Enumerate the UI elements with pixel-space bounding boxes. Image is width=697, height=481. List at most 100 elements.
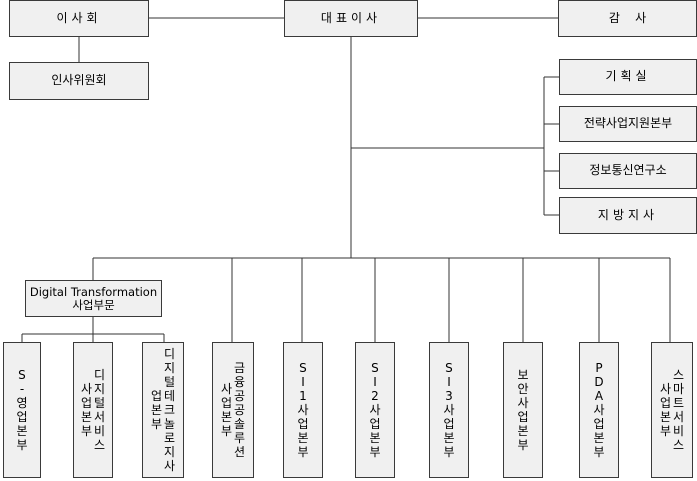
unit-label-char: 디 xyxy=(94,368,106,382)
unit-label-char: 지 xyxy=(94,382,106,396)
staff-label: 기획실 xyxy=(605,69,651,84)
hr-committee-label: 인사위원회 xyxy=(51,73,107,88)
unit-label-char: 업 xyxy=(369,417,381,431)
unit-label-char: 마 xyxy=(673,382,685,396)
unit-label-char: 서 xyxy=(673,410,685,424)
unit-label-char: 사 xyxy=(80,382,92,396)
unit-label-char: 로 xyxy=(164,431,176,445)
unit-label-char: 스 xyxy=(673,438,685,452)
unit-label-char: S xyxy=(445,361,453,375)
staff-label: 전략사업지원본부 xyxy=(583,116,673,131)
unit-label-char: 사 xyxy=(593,403,605,417)
unit-label-char: 업 xyxy=(150,389,162,403)
staff-box-planning: 기획실 xyxy=(559,59,697,95)
unit-label-char: 본 xyxy=(659,410,671,424)
unit-label-char: 본 xyxy=(443,431,455,445)
unit-label-char: 부 xyxy=(593,445,605,459)
unit-label-char: 털 xyxy=(94,396,106,410)
unit-label-char: 부 xyxy=(369,445,381,459)
unit-label-char: 업 xyxy=(659,396,671,410)
unit-label-char: 부 xyxy=(16,438,28,452)
unit-label-char: 본 xyxy=(220,410,232,424)
hr-committee-box: 인사위원회 xyxy=(9,62,149,100)
unit-label-char: A xyxy=(594,389,604,403)
unit-label-char: 업 xyxy=(297,417,309,431)
unit-label-char: S xyxy=(18,368,26,382)
unit-label-char: 본 xyxy=(80,410,92,424)
unit-label-char: S xyxy=(371,361,379,375)
division-line1: Digital Transformation xyxy=(29,284,158,299)
unit-label-char: 본 xyxy=(150,403,162,417)
unit-label-char: 부 xyxy=(443,445,455,459)
unit-label-char: 스 xyxy=(94,438,106,452)
unit-label-char: 본 xyxy=(16,424,28,438)
auditor-box: 감 사 xyxy=(558,0,697,37)
unit-label-char: 부 xyxy=(220,424,232,438)
unit-label-char: 털 xyxy=(164,375,176,389)
unit-label-char: I xyxy=(373,375,377,389)
unit-label-char: 비 xyxy=(673,424,685,438)
unit-label-char: 금 xyxy=(234,361,246,375)
unit-label-char: 공 xyxy=(234,389,246,403)
unit-label-char: 부 xyxy=(150,417,162,431)
unit-label-char: 스 xyxy=(673,368,685,382)
unit-label-char: 부 xyxy=(297,445,309,459)
unit-label-char: 서 xyxy=(94,410,106,424)
unit-label-char: 부 xyxy=(80,424,92,438)
unit-label-char: 안 xyxy=(517,382,529,396)
unit-label-char: 영 xyxy=(16,396,28,410)
unit-label-char: 2 xyxy=(371,389,379,403)
unit-label-char: 사 xyxy=(517,396,529,410)
unit-label-char: P xyxy=(595,361,603,375)
board-label: 이사회 xyxy=(56,10,102,25)
unit-label-char: 업 xyxy=(16,410,28,424)
unit-label-char: 업 xyxy=(517,410,529,424)
unit-label-char: D xyxy=(594,375,604,389)
unit-label-char: 사 xyxy=(443,403,455,417)
staff-box-strategy: 전략사업지원본부 xyxy=(559,106,697,142)
auditor-label: 감 사 xyxy=(608,10,647,25)
unit-label-char: 본 xyxy=(517,424,529,438)
ceo-box: 대표이사 xyxy=(284,0,418,37)
ceo-label: 대표이사 xyxy=(320,10,382,25)
unit-label-char: 업 xyxy=(220,396,232,410)
unit-label-char: 부 xyxy=(517,438,529,452)
unit-label-char: 부 xyxy=(659,424,671,438)
board-box: 이사회 xyxy=(9,0,149,37)
unit-label-char: 사 xyxy=(297,403,309,417)
staff-label: 지방지사 xyxy=(597,207,659,222)
unit-label-char: 사 xyxy=(220,382,232,396)
unit-label-char: 비 xyxy=(94,424,106,438)
unit-label-char: 지 xyxy=(164,445,176,459)
unit-label-char: 업 xyxy=(443,417,455,431)
unit-label-char: 사 xyxy=(369,403,381,417)
unit-label-char: S xyxy=(299,361,307,375)
unit-label-char: 크 xyxy=(164,403,176,417)
unit-label-char: I xyxy=(301,375,305,389)
unit-label-char: 본 xyxy=(369,431,381,445)
unit-label-char: 융 xyxy=(234,375,246,389)
unit-label-char: 업 xyxy=(593,417,605,431)
staff-label: 정보통신연구소 xyxy=(589,163,667,178)
unit-label-char: 디 xyxy=(164,347,176,361)
unit-label-char: 사 xyxy=(659,382,671,396)
division-box: Digital Transformation 사업부문 xyxy=(25,280,162,317)
